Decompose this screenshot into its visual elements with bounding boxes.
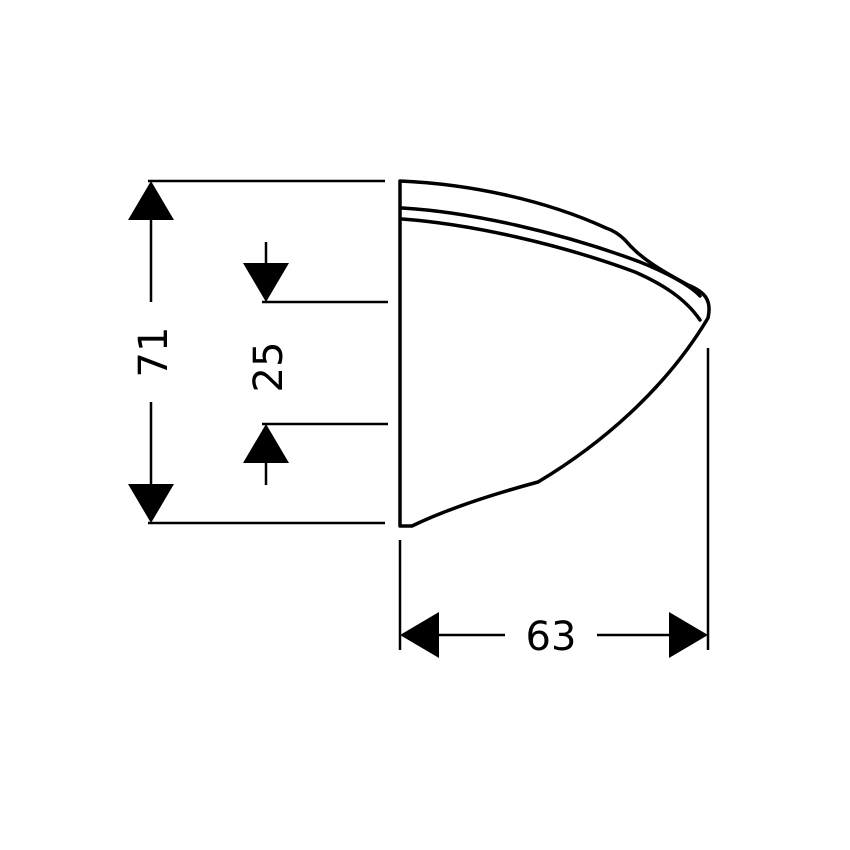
arrowhead-right-icon — [669, 612, 708, 658]
part-profile — [398, 179, 711, 528]
dimension-height — [128, 179, 385, 525]
arrowhead-down-icon — [128, 484, 174, 523]
arrowhead-left-icon — [400, 612, 439, 658]
arrowhead-up-icon — [128, 181, 174, 220]
arrowhead-inner-down-icon — [243, 263, 289, 302]
band-line-lower — [400, 217, 702, 322]
dimension-label-inner-height: 25 — [246, 342, 292, 393]
arrowhead-inner-up-icon — [243, 424, 289, 463]
part-outline — [398, 179, 711, 528]
dimension-inner-height — [243, 242, 388, 485]
dimension-label-width: 63 — [526, 614, 577, 660]
dimension-label-height: 71 — [131, 327, 177, 378]
band-line-upper — [400, 206, 702, 298]
dimension-width — [398, 348, 710, 658]
